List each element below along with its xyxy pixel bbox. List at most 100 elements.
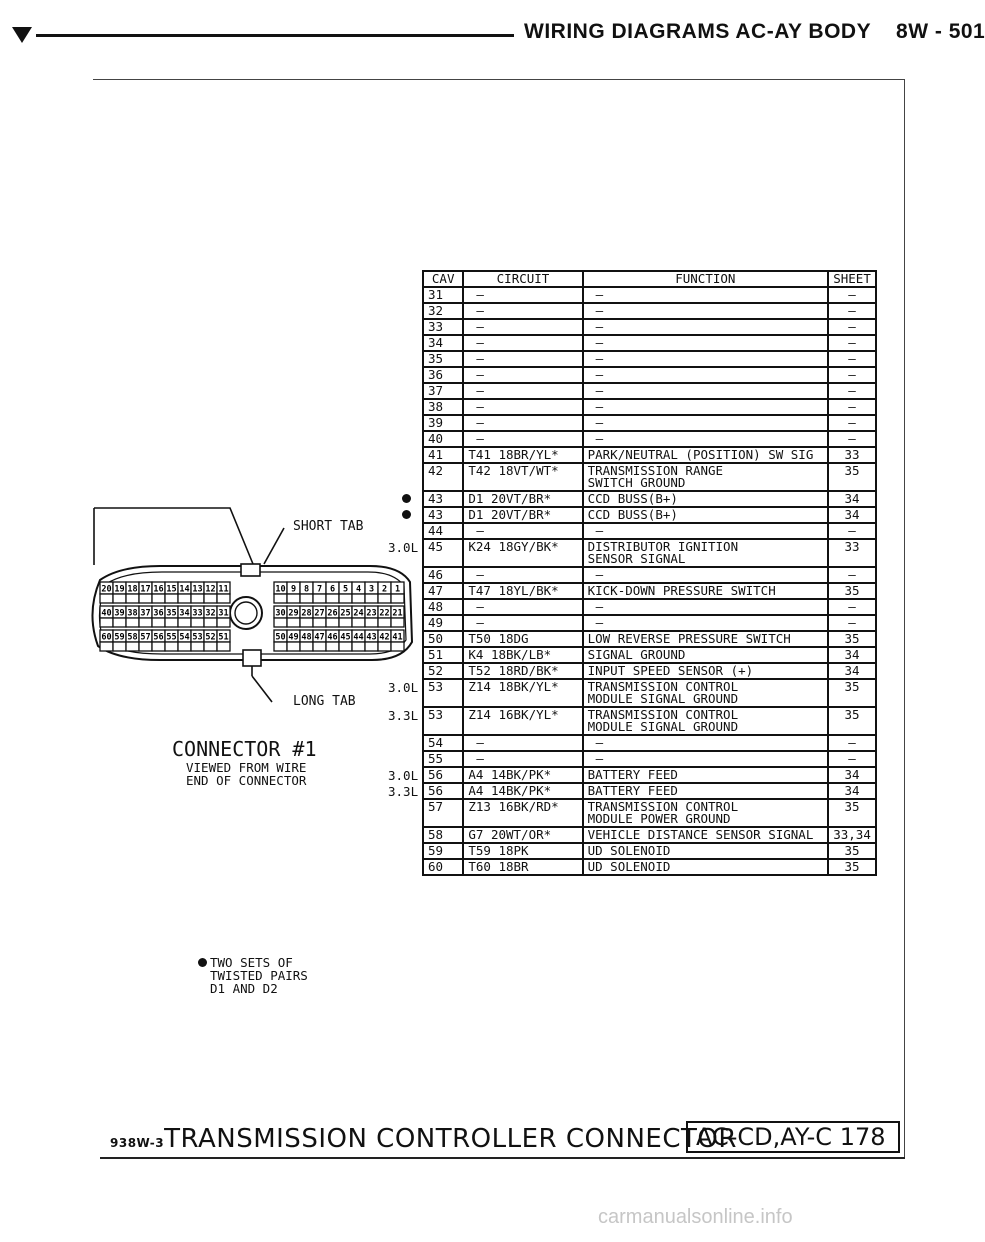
- cell-cav: 56: [421, 766, 465, 784]
- cell-circuit: —: [462, 414, 584, 432]
- table-row: 36———: [421, 366, 877, 384]
- pin-number: 15: [166, 585, 176, 595]
- engine-variant-label: 3.0L: [388, 540, 419, 555]
- pin-cavity: [164, 641, 179, 652]
- pin-cavity: [286, 593, 301, 604]
- table-header-row: CAV CIRCUIT FUNCTION SHEET: [421, 270, 877, 288]
- cell-function: —: [581, 350, 830, 368]
- cell-sheet: —: [827, 366, 877, 384]
- footer-code: 938W-3: [110, 1136, 165, 1150]
- cell-cav: 35: [421, 350, 465, 368]
- pin-number: 26: [327, 609, 337, 619]
- table-row: 35———: [421, 350, 877, 368]
- function-line: —: [595, 351, 604, 366]
- pin-number: 40: [101, 609, 111, 619]
- pin-cavity: [138, 617, 153, 628]
- cell-function: —: [581, 286, 830, 304]
- pin-number: 51: [218, 633, 228, 643]
- pin-cavity: [364, 593, 379, 604]
- pin-cavity: [325, 593, 340, 604]
- cell-circuit: T42 18VT/WT*: [462, 462, 584, 492]
- cell-sheet: 34: [827, 506, 877, 524]
- function-line: CCD BUSS(B+): [587, 491, 678, 506]
- pin-number: 48: [301, 633, 311, 643]
- pin-cavity: [390, 641, 405, 652]
- pin-cavity: [164, 617, 179, 628]
- function-line: KICK-DOWN PRESSURE SWITCH: [587, 583, 776, 598]
- engine-variant-label: 3.0L: [388, 680, 419, 695]
- cell-circuit: —: [462, 382, 584, 400]
- pin-number: 56: [153, 633, 163, 643]
- cell-cav: 60: [421, 858, 465, 876]
- cell-sheet: —: [827, 286, 877, 304]
- pin-number: 21: [392, 609, 402, 619]
- function-line: SIGNAL GROUND: [587, 647, 686, 662]
- cell-cav: 32: [421, 302, 465, 320]
- cell-function: BATTERY FEED: [581, 782, 830, 800]
- cell-function: —: [581, 614, 830, 632]
- cell-function: —: [581, 566, 830, 584]
- pin-number: 53: [192, 633, 202, 643]
- pin-number: 28: [301, 609, 311, 619]
- pin-cavity: [364, 641, 379, 652]
- pin-number: 8: [304, 585, 309, 595]
- function-line: —: [595, 615, 604, 630]
- cell-function: —: [581, 430, 830, 448]
- pin-number: 57: [140, 633, 150, 643]
- pin-cavity: [99, 617, 114, 628]
- pin-number: 59: [114, 633, 124, 643]
- cell-cav: 46: [421, 566, 465, 584]
- cell-circuit: D1 20VT/BR*: [462, 506, 584, 524]
- function-line: —: [595, 415, 604, 430]
- function-line: —: [595, 523, 604, 538]
- pin-number: 47: [314, 633, 324, 643]
- function-line: SWITCH GROUND: [587, 475, 686, 490]
- pin-cavity: [99, 641, 114, 652]
- cell-cav: 58: [421, 826, 465, 844]
- note-line-2: TWISTED PAIRS: [210, 968, 308, 983]
- cell-function: SIGNAL GROUND: [581, 646, 830, 664]
- connector-subtitle-1: VIEWED FROM WIRE: [186, 760, 307, 775]
- function-line: CCD BUSS(B+): [587, 507, 678, 522]
- pin-cavity: [112, 641, 127, 652]
- pin-cavity: [312, 641, 327, 652]
- cell-circuit: T52 18RD/BK*: [462, 662, 584, 680]
- cell-function: —: [581, 366, 830, 384]
- cell-cav: 42: [421, 462, 465, 492]
- table-row: 54———: [421, 734, 877, 752]
- page-header-title: WIRING DIAGRAMS AC-AY BODY 8W - 501: [524, 20, 985, 43]
- cell-cav: 33: [421, 318, 465, 336]
- function-line: SENSOR SIGNAL: [587, 551, 686, 566]
- cell-circuit: T50 18DG: [462, 630, 584, 648]
- function-line: PARK/NEUTRAL (POSITION) SW SIG: [587, 447, 814, 462]
- cell-cav: 38: [421, 398, 465, 416]
- pin-cavity: [177, 617, 192, 628]
- cell-cav: 57: [421, 798, 465, 828]
- cell-circuit: T41 18BR/YL*: [462, 446, 584, 464]
- pin-cavity: [390, 617, 405, 628]
- cell-sheet: 35: [827, 706, 877, 736]
- function-line: BATTERY FEED: [587, 767, 678, 782]
- connector-title: CONNECTOR #1: [172, 737, 317, 761]
- cell-function: —: [581, 398, 830, 416]
- function-line: TRANSMISSION RANGE: [587, 463, 724, 478]
- table-row: 33———: [421, 318, 877, 336]
- cell-circuit: —: [462, 350, 584, 368]
- pin-cavity: [273, 641, 288, 652]
- pin-cavity: [164, 593, 179, 604]
- connector-housing: [91, 565, 414, 661]
- pin-number: 10: [275, 585, 285, 595]
- pin-number: 34: [179, 609, 189, 619]
- cell-sheet: —: [827, 382, 877, 400]
- function-line: —: [595, 367, 604, 382]
- function-line: —: [595, 287, 604, 302]
- cell-sheet: 34: [827, 662, 877, 680]
- function-line: —: [595, 319, 604, 334]
- pin-number: 32: [205, 609, 215, 619]
- function-line: —: [595, 431, 604, 446]
- pin-number: 58: [127, 633, 137, 643]
- pin-cavity: [338, 593, 353, 604]
